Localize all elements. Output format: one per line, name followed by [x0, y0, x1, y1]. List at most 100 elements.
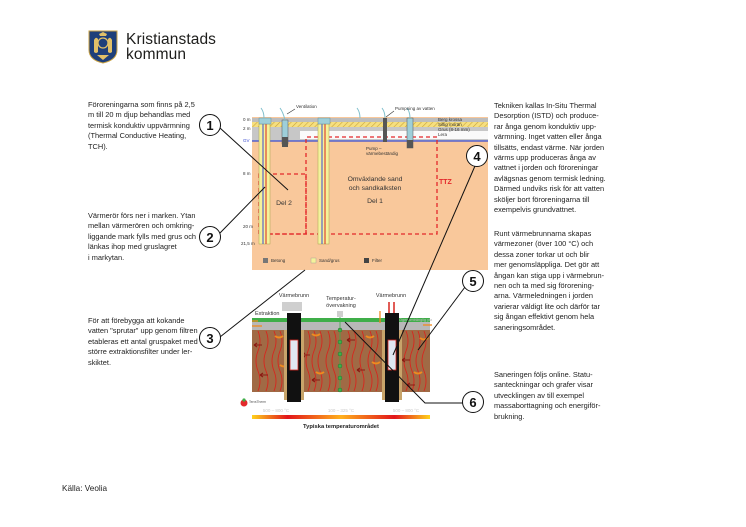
note-line: utvecklingen av till exempel [494, 390, 584, 400]
heat-lines [253, 330, 429, 392]
depth-label: 0 m [243, 117, 251, 122]
legend-swatch-sand [310, 257, 317, 264]
temp-sensor [337, 363, 343, 369]
temp-sensor [337, 387, 343, 393]
note-line: etableras ett antal gruspaket med [88, 336, 198, 346]
note-line: termisk konduktiv uppvärmning [88, 120, 190, 130]
well-sand [284, 330, 287, 400]
note-line: nen och ta med sig förorening- [494, 281, 595, 291]
kommun-logo: Kristianstads kommun [88, 30, 216, 64]
callout-badge-3: 3 [199, 327, 221, 349]
callout-badge-5: 5 [462, 270, 484, 292]
note-line: Föroreningarna som finns på 2,5 [88, 100, 195, 109]
temp-label-left: 500 – 800 °C [263, 408, 290, 413]
heat-line [255, 330, 261, 392]
note-line: TCH). [88, 141, 108, 151]
note-line: Saneringen följs online. Statu- [494, 370, 593, 379]
heat-line [351, 330, 357, 392]
filter-block [407, 140, 413, 148]
note-line: större extraktionsfilter under ler- [88, 347, 193, 357]
flow-arrow [346, 337, 355, 343]
note-line: saneringsområdet. [494, 322, 556, 332]
heat-line [367, 330, 373, 392]
note-line: Värmerör förs ner i marken. Ytan [88, 211, 196, 220]
note-line: Därmed undviks risk för att vatten [494, 184, 605, 194]
note-line: För att förebygga att kokande [88, 316, 185, 325]
note-line: mer genomsläppliga. Det gör att [494, 260, 600, 270]
well-screen [387, 339, 397, 371]
note-line: arna. Värmeledningen i jorden [494, 291, 594, 301]
note-3: För att förebygga att kokande vatten "sp… [88, 316, 248, 368]
note-line: värms upp produceras ånga av [494, 153, 596, 163]
note-line: ångan kan stiga upp i värmebrun- [494, 270, 605, 280]
temp-sensor [337, 375, 343, 381]
label-pump: Pump – [366, 146, 382, 151]
steam-arrow [419, 337, 429, 341]
note-line: Tekniken kallas In-Situ Thermal [494, 101, 597, 110]
callout-line-2 [219, 186, 266, 234]
layer-label: Lera [438, 132, 448, 137]
layer-clay [300, 131, 488, 139]
heater-well-left [258, 123, 271, 245]
heat-line [415, 330, 421, 392]
layer-crushed-rock [252, 118, 488, 122]
cross-section-diagram: Ventilation Pumpning av vatten Pump – vä… [241, 104, 488, 270]
note-line: rar ånga genom konduktiv upp- [494, 121, 597, 131]
soil-body [252, 117, 488, 270]
heat-line [345, 330, 351, 392]
heater-well-right [317, 123, 330, 245]
process-diagram: Extraktion Värmebrunn Värmebrunn Tempera… [240, 293, 433, 430]
legend-label: Sand/grus [319, 258, 340, 263]
leader-line [385, 110, 395, 118]
leader-line [286, 108, 296, 115]
label-del1: Del 1 [367, 198, 383, 205]
callout-line-1 [219, 127, 289, 191]
vent-line [356, 107, 361, 119]
note-line: Desorption (ISTD) och produce- [494, 111, 599, 121]
label-del2: Del 2 [276, 200, 292, 207]
temp-caption: Typiska temperaturområdet [303, 423, 379, 430]
note-line: varierar väldigt lite och därför tar [494, 301, 600, 311]
layer-silty-moraine [252, 122, 488, 127]
grass-layer [252, 318, 430, 322]
label-heater-well-right: Värmebrunn [376, 293, 406, 299]
vent-line [381, 107, 386, 119]
vent-line [279, 107, 286, 121]
legend-label: Betong [271, 258, 286, 263]
well-sand [399, 330, 402, 400]
well-screen [289, 339, 299, 371]
label-heater-well-left: Värmebrunn [279, 293, 309, 299]
note-line: liggande mark fylls med grus och [88, 231, 197, 241]
temp-sensor [337, 351, 343, 357]
label-temp-monitoring: Temperatur- [326, 296, 356, 302]
flow-arrow [253, 342, 262, 348]
temp-sensors [337, 327, 343, 393]
flow-arrow [356, 367, 365, 373]
vent-line [406, 107, 411, 119]
depth-label: 8 m [243, 171, 251, 176]
note-2: Värmerör förs ner i marken. Ytan mellan … [88, 211, 248, 263]
heat-line [263, 330, 269, 392]
depth-label: 2 m [243, 126, 251, 131]
temp-sensor-head [337, 311, 343, 317]
note-line: tillsätts, endast värme. När jorden [494, 142, 605, 152]
well-sand [382, 330, 385, 400]
label-temp-monitoring-2: övervakning [326, 303, 356, 309]
label-ventilation: Ventilation [296, 104, 317, 109]
zone-title: Omväxlande sand [348, 176, 403, 183]
note-line: santeckningar och grafer visar [494, 380, 594, 390]
note-line: m till 20 m djup behandlas med [88, 110, 191, 120]
label-ttz: TTZ [439, 179, 453, 186]
heat-line [331, 330, 337, 392]
layer-label: Grus (8-16 mm) [438, 127, 470, 132]
note-line: brukning. [494, 411, 525, 421]
heat-line [305, 330, 311, 392]
well-cap [258, 117, 272, 125]
layer-label: Siltig morän [438, 122, 462, 127]
note-1: Föroreningarna som finns på 2,5 m till 2… [88, 100, 248, 152]
callout-badge-2: 2 [199, 226, 221, 248]
org-name: Kristianstads kommun [126, 32, 216, 63]
heat-line [311, 330, 317, 392]
well-cap [317, 117, 331, 125]
note-line: värmezoner (över 100 °C) och [494, 239, 594, 249]
